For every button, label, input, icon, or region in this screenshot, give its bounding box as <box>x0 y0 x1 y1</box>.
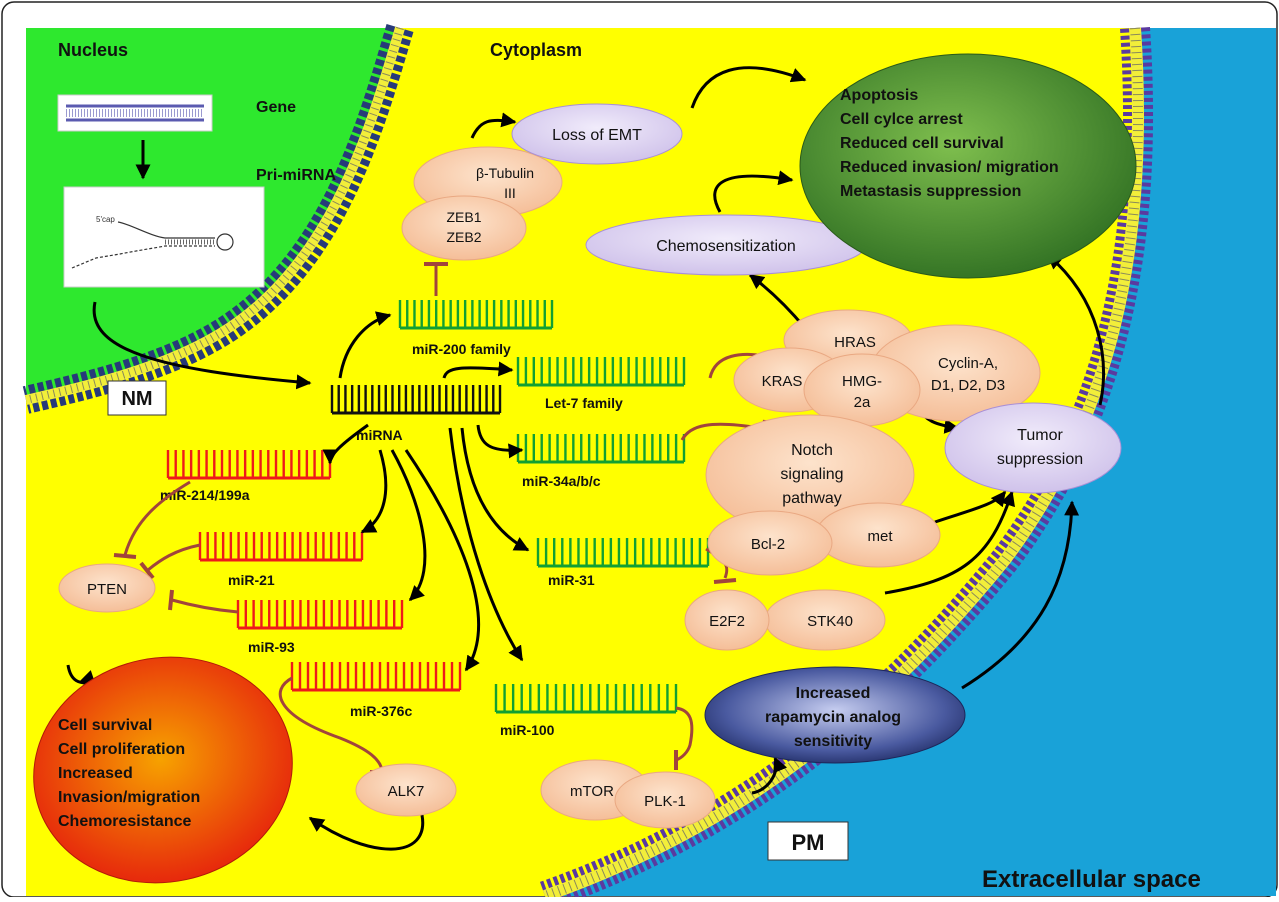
nucleus-label: Nucleus <box>58 40 128 60</box>
tumor-line2: suppression <box>997 451 1083 468</box>
mir200-comb <box>398 300 554 330</box>
gene-label: Gene <box>256 99 296 116</box>
e2f2-node <box>684 589 770 651</box>
notch-line3: pathway <box>782 490 842 507</box>
mir214-comb <box>166 450 332 480</box>
mirna-center-label: miRNA <box>356 427 403 443</box>
pm-label: PM <box>792 830 825 855</box>
nuclear-membrane <box>22 24 414 414</box>
suppressive-outcome-item: Apoptosis <box>840 87 918 104</box>
mirna-activation-arrows <box>66 66 1105 851</box>
oncogenic-outcome-node <box>33 656 293 884</box>
zeb1-label: ZEB1 <box>446 209 481 225</box>
primirna-label: Pri-miRNA <box>256 167 336 184</box>
suppressive-outcome-item: Reduced invasion/ migration <box>840 159 1059 176</box>
oncogenic-outcome-item: Invasion/migration <box>58 789 200 806</box>
primirna-hairpin-icon: 5'cap <box>71 215 234 269</box>
mir376c-label: miR-376c <box>350 703 412 719</box>
loss-emt-label: Loss of EMT <box>552 127 642 144</box>
mir100-label: miR-100 <box>500 722 555 738</box>
e2f2-label: E2F2 <box>709 613 745 630</box>
mir200-label: miR-200 family <box>412 341 511 357</box>
mir376c-comb <box>290 662 462 692</box>
primirna-box <box>63 186 265 288</box>
bcl2-label: Bcl-2 <box>751 536 785 553</box>
rapa-line3: sensitivity <box>794 733 872 750</box>
chemosensitization-label: Chemosensitization <box>656 238 796 255</box>
hmg-line2: 2a <box>854 394 871 411</box>
oncogenic-outcome-item: Increased <box>58 765 133 782</box>
let7-comb <box>516 357 686 387</box>
suppressive-outcome-item: Cell cylce arrest <box>840 111 963 128</box>
effect-nodes: Loss of EMT Chemosensitization Tumor sup… <box>33 53 1137 884</box>
pten-label: PTEN <box>87 581 127 598</box>
loss-emt-node <box>511 103 683 165</box>
extracellular-label: Extracellular space <box>982 866 1201 893</box>
cyclin-line2: D1, D2, D3 <box>931 377 1005 394</box>
mir34-label: miR-34a/b/c <box>522 473 601 489</box>
oncogenic-outcome-item: Cell proliferation <box>58 741 185 758</box>
plasma-membrane <box>539 26 1154 902</box>
notch-line1: Notch <box>791 442 833 459</box>
pten-node <box>58 563 156 613</box>
mir93-label: miR-93 <box>248 639 295 655</box>
primirna-to-mirna-arrow <box>92 301 312 390</box>
suppressive-outcome-item: Reduced cell survival <box>840 135 1004 152</box>
btubulin-line1: β-Tubulin <box>476 165 534 181</box>
target-nodes: β-Tubulin III ZEB1 ZEB2 HRAS Cyclin-A, D… <box>58 146 1041 829</box>
hras-label: HRAS <box>834 334 876 351</box>
inhibition-lines <box>113 262 782 774</box>
let7-label: Let-7 family <box>545 395 623 411</box>
kras-label: KRAS <box>762 373 803 390</box>
mir31-comb <box>536 538 710 568</box>
alk7-label: ALK7 <box>388 783 425 800</box>
notch-line2: signaling <box>780 466 843 483</box>
rapa-line1: Increased <box>796 685 871 702</box>
nm-label: NM <box>121 388 152 410</box>
btubulin-line2: III <box>504 185 516 201</box>
met-label: met <box>867 528 893 545</box>
mir214-label: miR-214/199a <box>160 487 250 503</box>
mirna-center-comb <box>330 385 502 415</box>
tumor-line1: Tumor <box>1017 427 1063 444</box>
alk7-node <box>355 763 457 817</box>
mtor-label: mTOR <box>570 783 614 800</box>
tumor-suppression-node <box>944 402 1122 494</box>
mir100-comb <box>494 684 678 714</box>
oncogenic-outcome-item: Cell survival <box>58 717 152 734</box>
mir21-label: miR-21 <box>228 572 275 588</box>
cytoplasm-label: Cytoplasm <box>490 40 582 60</box>
plk1-label: PLK-1 <box>644 793 686 810</box>
dna-helix-icon <box>66 104 204 122</box>
extracellular-region <box>545 28 1276 896</box>
mirna-combs <box>166 300 710 714</box>
rapamycin-node <box>704 666 966 764</box>
zeb2-label: ZEB2 <box>446 229 481 245</box>
mir34-comb <box>516 434 686 464</box>
oncogenic-outcome-item: Chemoresistance <box>58 813 191 830</box>
stk40-label: STK40 <box>807 613 853 630</box>
zeb-node <box>401 195 527 261</box>
suppressive-outcome-node <box>799 53 1137 279</box>
bcl2-node <box>707 510 833 576</box>
five-cap-label: 5'cap <box>96 215 115 224</box>
mir93-comb <box>236 600 404 630</box>
nm-box <box>107 380 167 416</box>
cyclin-line1: Cyclin-A, <box>938 355 998 372</box>
hmg-line1: HMG- <box>842 373 882 390</box>
plk1-node <box>614 771 716 829</box>
mir21-comb <box>198 532 364 562</box>
rapa-line2: rapamycin analog <box>765 709 901 726</box>
suppressive-outcome-item: Metastasis suppression <box>840 183 1021 200</box>
pm-box <box>767 821 849 861</box>
mir31-label: miR-31 <box>548 572 595 588</box>
